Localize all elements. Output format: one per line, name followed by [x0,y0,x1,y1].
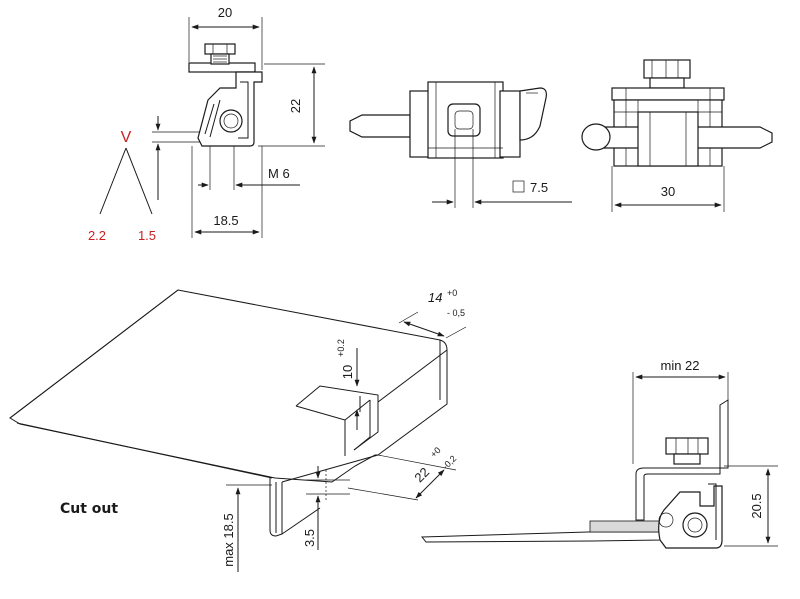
cutout-width-tol-lower: -0,2 [440,453,458,471]
front-view: 7.5 [349,81,572,208]
side-height-label: 22 [288,99,303,113]
screw-head [204,43,236,55]
v-marker: V 2.2 1.5 [88,129,156,243]
latch-body [197,71,263,147]
back-screw-head [643,59,691,79]
back-width-label: 30 [661,184,675,199]
square-drive [447,103,481,137]
right-hook [519,87,547,141]
back-top-plate [611,87,725,101]
section-cam [682,512,708,538]
cutout-height-tol: +0.2 [336,339,346,357]
frame-profile [635,399,729,521]
cutout-title: Cut out [60,501,118,517]
cutout-depth-tol-lower: - 0,5 [447,308,465,318]
cutout-width-tol-upper: +0 [428,445,442,459]
panel-sheet [420,531,663,543]
v-letter: V [121,129,132,146]
cutout-depth-tol-upper: +0 [447,288,457,298]
cam-circle [219,109,243,133]
cutout-height-label: 10 [340,365,355,379]
back-view: 30 [581,59,773,212]
section-view: min 22 20.5 [420,358,778,549]
cutout-width-label: 22 [411,464,432,485]
thread-label: M 6 [268,166,290,181]
side-bottom-width-label: 18.5 [213,213,238,228]
back-pin-end [581,123,611,151]
section-height-label: 20.5 [749,493,764,518]
v-left-value: 2.2 [88,228,106,243]
section-screw-head [665,437,709,455]
offset-label: 3.5 [302,529,317,547]
cutout-view: 14 +0 - 0,5 10 +0.2 22 +0 -0,2 max 18.5 … [9,288,467,572]
min-gap-label: min 22 [660,358,699,373]
side-view: 20 22 M 6 18.5 [152,5,325,238]
square-symbol [512,180,525,193]
flange-max-label: max 18.5 [221,513,236,566]
cutout-depth-label: 14 [428,290,442,305]
seal-strip [589,520,663,533]
left-pin [349,114,411,138]
side-width-label: 20 [218,5,232,20]
square-size-label: 7.5 [530,180,548,195]
sheet-top [9,289,448,483]
v-right-value: 1.5 [138,228,156,243]
